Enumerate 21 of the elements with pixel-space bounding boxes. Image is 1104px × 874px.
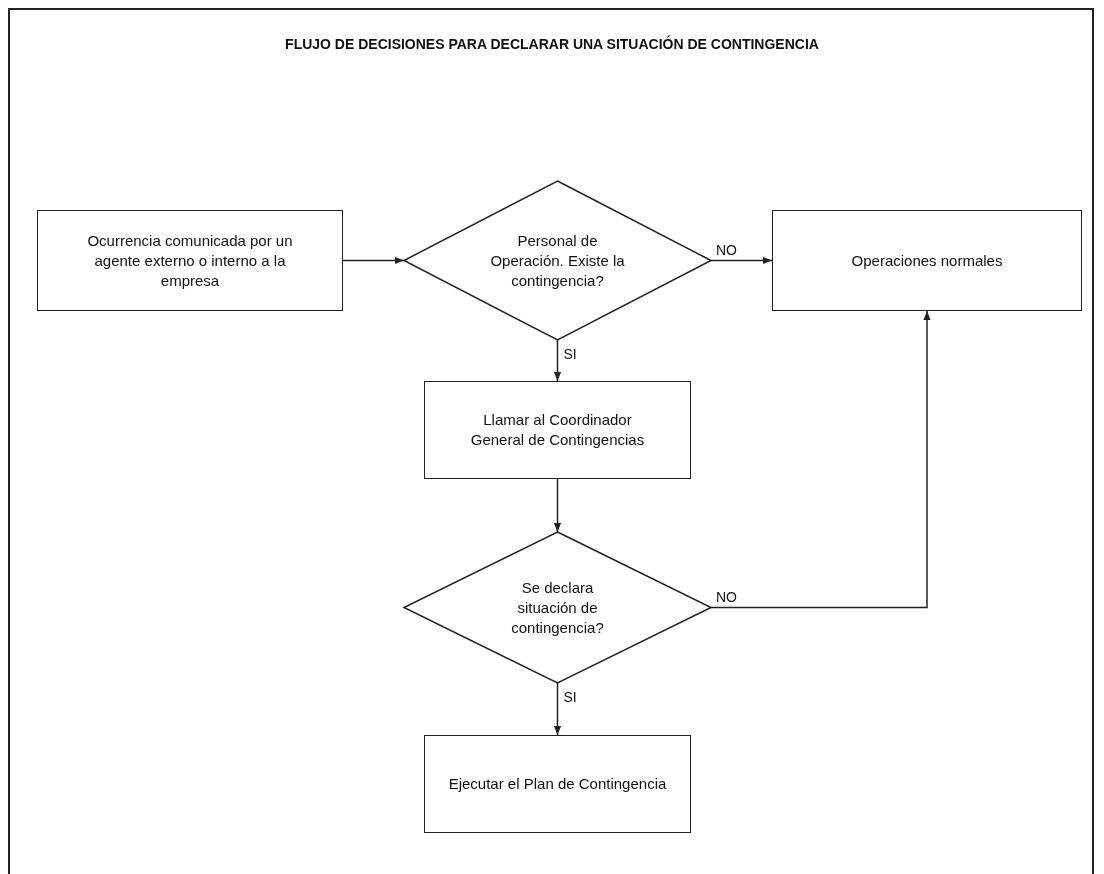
edge-label: SI <box>562 689 578 705</box>
arrow <box>553 682 562 736</box>
process-box <box>424 735 691 833</box>
arrow <box>710 310 931 609</box>
process-box <box>424 381 691 479</box>
arrow <box>710 256 773 265</box>
arrow <box>553 478 562 533</box>
arrow <box>342 256 405 265</box>
arrow <box>553 339 562 382</box>
process-box <box>772 210 1082 311</box>
diagram-title: FLUJO DE DECISIONES PARA DECLARAR UNA SITUACIÓN DE CONTINGENCIA <box>284 36 820 52</box>
edge-label: SI <box>562 346 578 362</box>
process-box <box>37 210 343 311</box>
node-text: Ocurrencia comunicada por un agente externo o interno a la empresa <box>86 230 294 291</box>
node-text: Operaciones normales <box>850 250 1004 271</box>
node-text: Personal de Operación. Existe la contingencia? <box>490 230 625 291</box>
node-text: Se declara situación de contingencia? <box>510 577 605 638</box>
decision-diamond <box>404 181 711 340</box>
node-text: Llamar al Coordinador General de Contingencias <box>469 410 646 450</box>
decision-diamond <box>404 532 711 683</box>
node-text: Ejecutar el Plan de Contingencia <box>447 774 668 794</box>
